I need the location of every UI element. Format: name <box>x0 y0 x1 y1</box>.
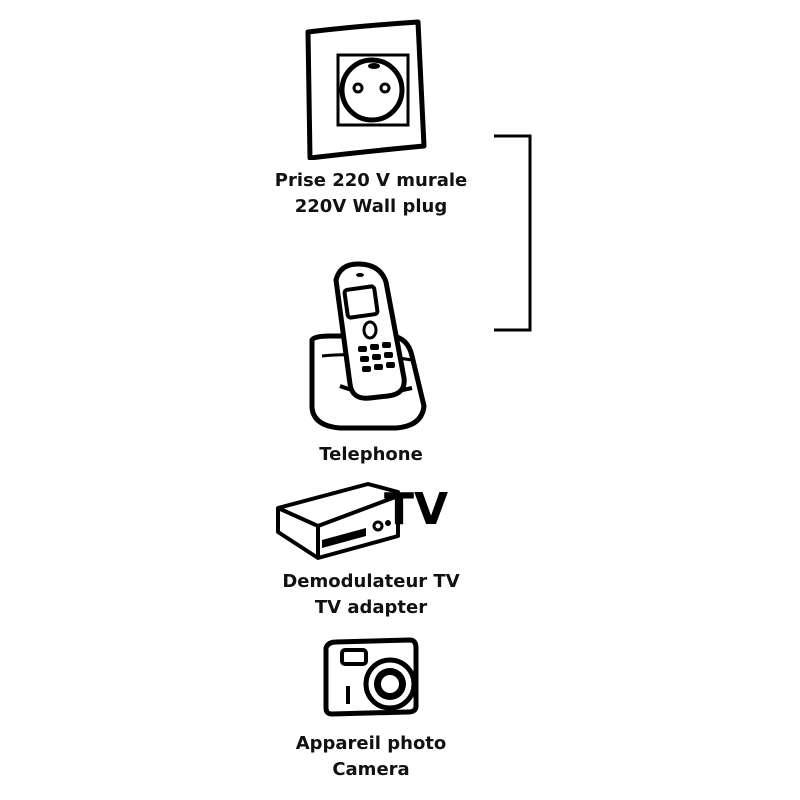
tv-adapter-label: Demodulateur TV TV adapter <box>220 569 522 621</box>
cordless-phone-icon <box>309 261 427 431</box>
tv-adapter-label-fr: Demodulateur TV <box>282 571 460 592</box>
camera-icon <box>323 637 419 717</box>
tv-adapter-badge: TV <box>384 484 448 535</box>
camera-label-fr: Appareil photo <box>295 733 447 754</box>
telephone-label: Telephone <box>220 442 522 468</box>
wall-plug-label: Prise 220 V murale 220V Wall plug <box>220 168 522 220</box>
wall-plug-label-fr: Prise 220 V murale <box>274 170 468 191</box>
wall-socket-icon <box>305 19 427 160</box>
tv-adapter-label-en: TV adapter <box>314 597 428 618</box>
camera-label-en: Camera <box>332 759 410 780</box>
grouping-bracket <box>494 134 532 332</box>
camera-label: Appareil photo Camera <box>220 731 522 783</box>
telephone-label-text: Telephone <box>319 444 423 465</box>
tv-adapter-icon: TV <box>276 482 448 560</box>
wall-plug-label-en: 220V Wall plug <box>294 196 448 217</box>
